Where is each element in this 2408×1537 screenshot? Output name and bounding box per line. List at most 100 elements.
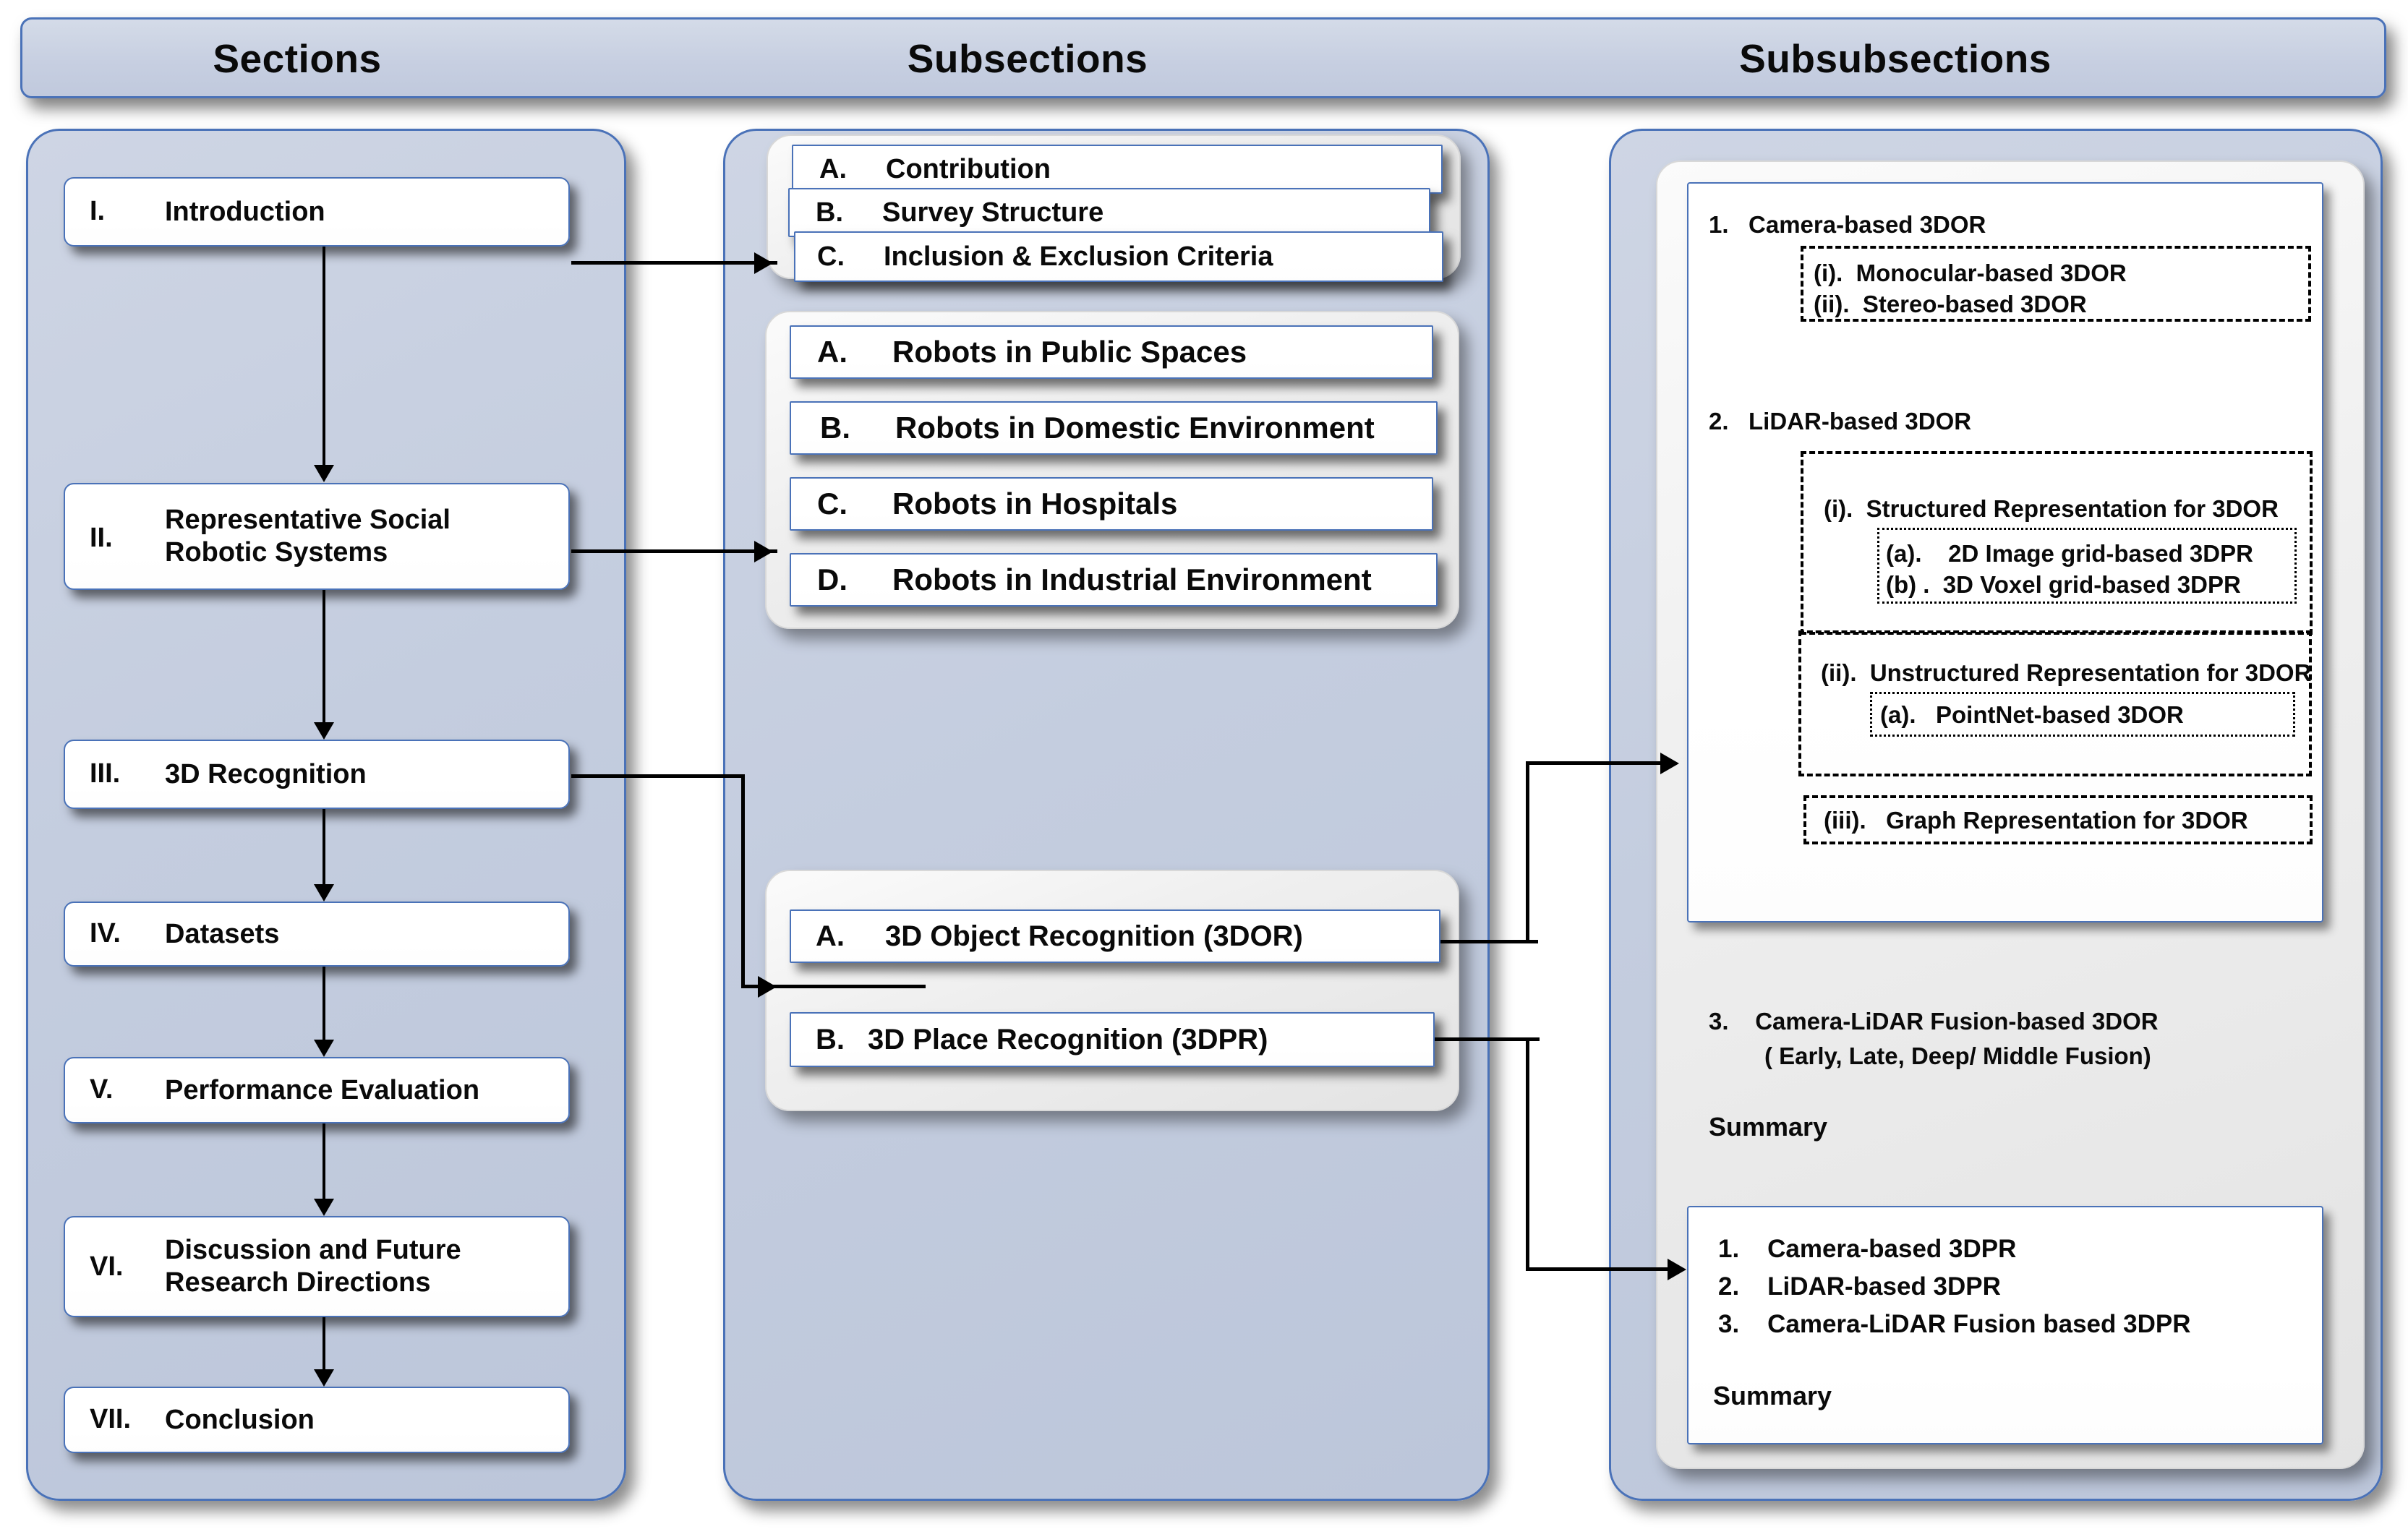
dashed-box-graph-representation xyxy=(1803,795,2313,844)
subsubsection-3dpr-item-2: 2. LiDAR-based 3DPR xyxy=(1718,1272,2001,1301)
section-number: VII. xyxy=(90,1404,132,1435)
flow-arrow-1-2 xyxy=(314,465,334,482)
subsection-number: C. xyxy=(817,241,845,272)
subsection-number: D. xyxy=(817,562,848,596)
subsection-card-3d-place-recognition[interactable]: B. 3D Place Recognition (3DPR) xyxy=(790,1012,1435,1067)
connector-robotics-to-subsections xyxy=(571,549,777,553)
subsubsection-3dor-item-2: 2. LiDAR-based 3DOR xyxy=(1709,408,1972,434)
header-title-subsubsections: Subsubsections xyxy=(1739,36,2052,81)
section-number: I. xyxy=(90,196,106,227)
subsection-number: C. xyxy=(817,487,848,521)
connector-3drec-h2 xyxy=(741,985,926,988)
subsubsection-3dor-item-2i: (i). Structured Representation for 3DOR xyxy=(1824,495,2279,522)
flow-line-1-2 xyxy=(323,247,325,465)
dashed-box-camera-based-3dor xyxy=(1801,246,2311,322)
flow-arrow-5-6 xyxy=(314,1199,334,1216)
connector-arrow-3dor xyxy=(1660,753,1679,774)
subsection-card-contribution[interactable]: A. Contribution xyxy=(792,145,1443,194)
connector-3dor-h2 xyxy=(1526,761,1674,765)
section-number: VI. xyxy=(90,1251,124,1283)
subsection-number: B. xyxy=(820,411,850,445)
subsection-card-robots-in-industrial-environment[interactable]: D. Robots in Industrial Environment xyxy=(790,553,1438,607)
connector-3drec-v xyxy=(741,774,745,988)
section-card-discussion-and-future-research-directions[interactable]: VI. Discussion and Future Research Direc… xyxy=(64,1216,570,1317)
section-label: Performance Evaluation xyxy=(165,1074,480,1105)
subsection-card-robots-in-domestic-environment[interactable]: B. Robots in Domestic Environment xyxy=(790,401,1438,455)
section-label: Discussion and Future Research Direction… xyxy=(165,1235,461,1298)
connector-intro-to-subsections xyxy=(571,261,777,265)
flow-arrow-3-4 xyxy=(314,884,334,902)
subsection-label: 3D Place Recognition (3DPR) xyxy=(868,1023,1268,1056)
section-number: IV. xyxy=(90,918,121,949)
subsubsection-3dor-summary: Summary xyxy=(1709,1112,1828,1142)
connector-arrow-robotics xyxy=(754,541,773,562)
subsection-card-survey-structure[interactable]: B. Survey Structure xyxy=(788,188,1430,237)
subsection-label: Robots in Industrial Environment xyxy=(892,562,1372,596)
header-bar: Sections Subsections Subsubsections xyxy=(20,17,2386,98)
subsection-label: Robots in Public Spaces xyxy=(892,335,1247,369)
flow-line-5-6 xyxy=(323,1123,325,1199)
subsection-label: Robots in Hospitals xyxy=(892,487,1178,521)
subsubsection-3dpr-summary: Summary xyxy=(1713,1381,1832,1410)
subsection-number: B. xyxy=(816,197,843,228)
connector-arrow-intro xyxy=(754,252,773,274)
section-label: Introduction xyxy=(165,196,325,227)
header-title-subsections: Subsections xyxy=(907,36,1148,81)
section-number: V. xyxy=(90,1074,114,1105)
section-label: 3D Recognition xyxy=(165,758,367,789)
subsubsection-3dor-item-2ii: (ii). Unstructured Representation for 3D… xyxy=(1821,659,2312,686)
section-number: II. xyxy=(90,523,113,554)
connector-3dor-v xyxy=(1526,761,1529,942)
flow-arrow-4-5 xyxy=(314,1040,334,1057)
subsubsection-card-3dor[interactable] xyxy=(1687,182,2323,922)
dashed-box-structured-representation xyxy=(1801,451,2313,635)
connector-arrow-3drec xyxy=(758,976,777,998)
section-card-3d-recognition[interactable]: III. 3D Recognition xyxy=(64,740,570,809)
connector-arrow-3dpr xyxy=(1668,1259,1686,1280)
subsection-label: Inclusion & Exclusion Criteria xyxy=(884,241,1273,272)
section-card-representative-social-robotic-systems[interactable]: II. Representative Social Robotic System… xyxy=(64,483,570,590)
flow-arrow-6-7 xyxy=(314,1369,334,1387)
subsubsection-3dpr-item-1: 1. Camera-based 3DPR xyxy=(1718,1235,2017,1263)
subsection-number: A. xyxy=(816,920,845,952)
section-card-introduction[interactable]: I. Introduction xyxy=(64,177,570,247)
flow-line-6-7 xyxy=(323,1317,325,1369)
section-label: Conclusion xyxy=(165,1404,315,1435)
flow-line-4-5 xyxy=(323,967,325,1040)
subsections-group-3d-recognition xyxy=(765,870,1459,1111)
subsubsection-3dor-item-3-sub: ( Early, Late, Deep/ Middle Fusion) xyxy=(1764,1042,2151,1069)
subsection-label: Contribution xyxy=(886,153,1051,184)
header-title-sections: Sections xyxy=(213,36,382,81)
subsection-number: A. xyxy=(817,335,848,369)
subsubsection-3dpr-item-3: 3. Camera-LiDAR Fusion based 3DPR xyxy=(1718,1310,2191,1338)
dotted-box-pointnet-based-3dor xyxy=(1870,692,2295,737)
flow-line-3-4 xyxy=(323,809,325,884)
subsubsection-3dor-item-2iii: (iii). Graph Representation for 3DOR xyxy=(1824,807,2248,834)
subsection-number: A. xyxy=(819,153,847,184)
connector-3dpr-h1 xyxy=(1435,1037,1540,1041)
flow-line-2-3 xyxy=(323,590,325,722)
flow-arrow-2-3 xyxy=(314,722,334,740)
dotted-box-grid-based-3dpr xyxy=(1877,528,2297,604)
subsubsection-3dor-item-3: 3. Camera-LiDAR Fusion-based 3DOR xyxy=(1709,1008,2159,1035)
section-card-datasets[interactable]: IV. Datasets xyxy=(64,902,570,967)
subsection-card-3d-object-recognition[interactable]: A. 3D Object Recognition (3DOR) xyxy=(790,909,1440,963)
subsection-card-robots-in-hospitals[interactable]: C. Robots in Hospitals xyxy=(790,477,1433,531)
connector-3dor-h1 xyxy=(1440,940,1538,943)
connector-3dpr-v xyxy=(1526,1037,1529,1269)
section-card-performance-evaluation[interactable]: V. Performance Evaluation xyxy=(64,1057,570,1123)
subsubsection-3dor-item-1: 1. Camera-based 3DOR xyxy=(1709,211,1986,238)
dashed-box-unstructured-representation xyxy=(1798,630,2312,776)
subsection-card-robots-in-public-spaces[interactable]: A. Robots in Public Spaces xyxy=(790,325,1433,379)
subsection-card-inclusion-exclusion-criteria[interactable]: C. Inclusion & Exclusion Criteria xyxy=(794,231,1443,282)
subsubsection-3dor-item-2i-a: (a). 2D Image grid-based 3DPR (b) . 3D V… xyxy=(1886,540,2253,598)
subsubsection-card-3dpr[interactable] xyxy=(1687,1206,2323,1444)
connector-3dpr-h2 xyxy=(1526,1267,1681,1271)
subsection-label: Survey Structure xyxy=(882,197,1104,228)
subsection-label: Robots in Domestic Environment xyxy=(895,411,1375,445)
section-label: Datasets xyxy=(165,918,280,949)
section-number: III. xyxy=(90,758,121,789)
connector-3drec-h1 xyxy=(571,774,745,778)
section-card-conclusion[interactable]: VII. Conclusion xyxy=(64,1387,570,1453)
